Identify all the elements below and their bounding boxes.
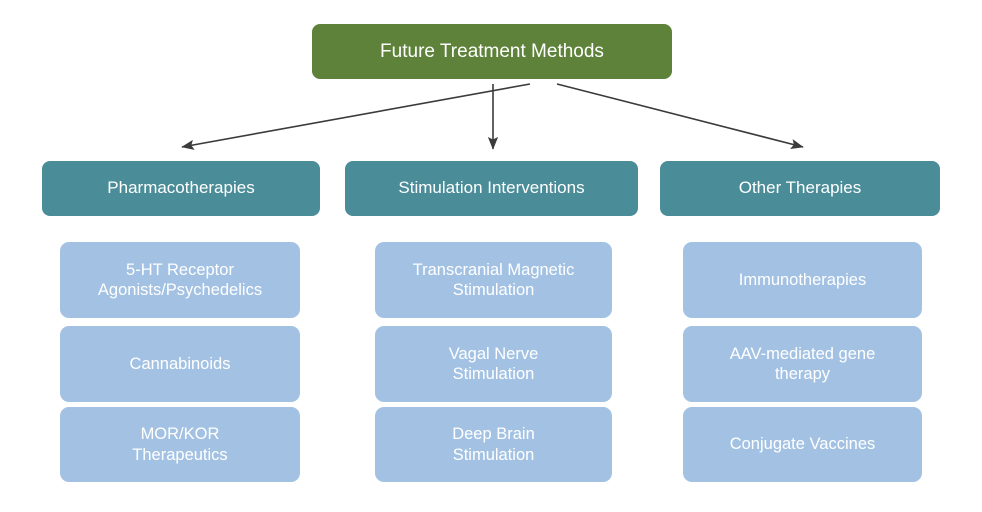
leaf-node-5ht-receptor-agonists-psychedelics: 5-HT Receptor Agonists/Psychedelics bbox=[60, 242, 300, 318]
category-node-stimulation-interventions: Stimulation Interventions bbox=[345, 161, 638, 216]
root-node-future-treatment-methods: Future Treatment Methods bbox=[312, 24, 672, 79]
leaf-node-cannabinoids: Cannabinoids bbox=[60, 326, 300, 402]
category-node-pharmacotherapies: Pharmacotherapies bbox=[42, 161, 320, 216]
arrow-root-to-other-therapies bbox=[556, 83, 804, 149]
leaf-node-immunotherapies: Immunotherapies bbox=[683, 242, 922, 318]
leaf-node-vagal-nerve-stimulation: Vagal Nerve Stimulation bbox=[375, 326, 612, 402]
leaf-node-aav-mediated-gene-therapy: AAV-mediated gene therapy bbox=[683, 326, 922, 402]
arrow-root-to-pharmacotherapies bbox=[181, 83, 531, 150]
category-node-other-therapies: Other Therapies bbox=[660, 161, 940, 216]
leaf-node-mor-kor-therapeutics: MOR/KOR Therapeutics bbox=[60, 407, 300, 482]
leaf-node-transcranial-magnetic-stimulation: Transcranial Magnetic Stimulation bbox=[375, 242, 612, 318]
leaf-node-deep-brain-stimulation: Deep Brain Stimulation bbox=[375, 407, 612, 482]
leaf-node-conjugate-vaccines: Conjugate Vaccines bbox=[683, 407, 922, 482]
